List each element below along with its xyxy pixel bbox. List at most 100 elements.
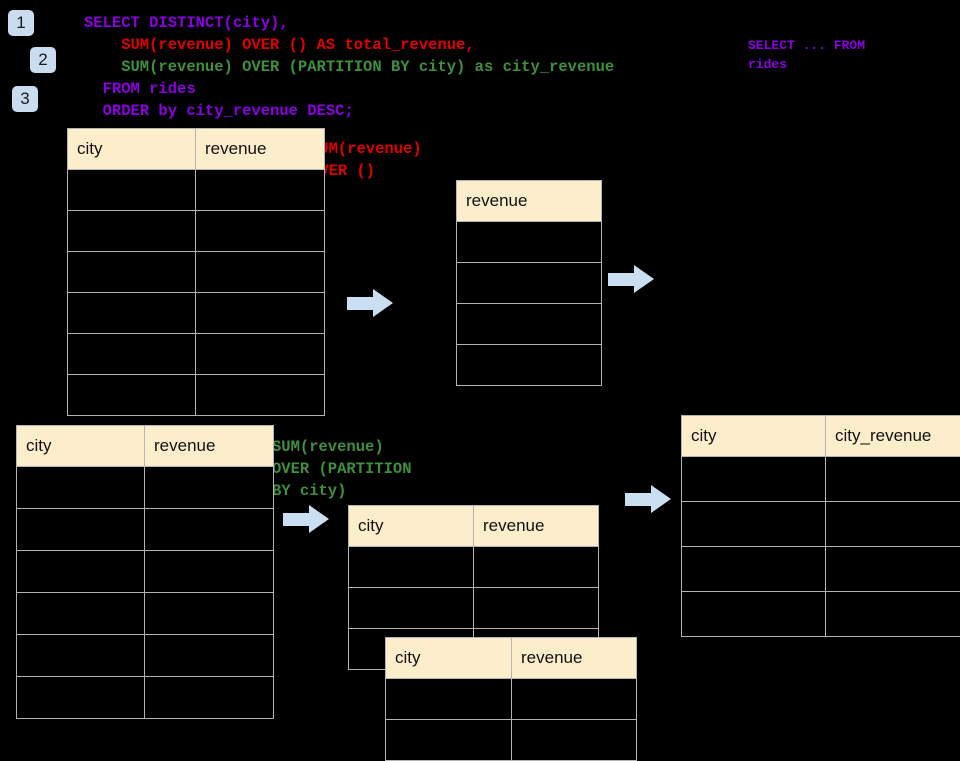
table-cell [145,677,274,719]
column-header-city: city [386,638,512,679]
table-cell [68,375,196,416]
arrow-shaft [608,273,636,286]
table-row [386,720,637,761]
table-cell [826,457,960,502]
table-cell [196,334,325,375]
table-cell [682,502,826,547]
table-cell [457,263,602,304]
table-source-top: city revenue [67,128,325,416]
table-cell [349,588,474,629]
table-row [682,547,960,592]
table-cell [17,677,145,719]
table-total-revenue: revenue [456,180,602,386]
table-header-row: city revenue [349,506,599,547]
table-cell [68,334,196,375]
table-cell [68,293,196,334]
table-row [682,502,960,547]
arrow-head [309,505,329,533]
arrow-head [634,265,654,293]
column-header-city: city [682,416,826,457]
table-row [17,593,274,635]
table-cell [682,457,826,502]
table-row [349,588,599,629]
annotation-sum-over-empty: SUM(revenue) OVER () [310,138,422,182]
table-row [68,334,325,375]
table-row [17,677,274,719]
table-source-bottom: city revenue [16,425,274,719]
table-cell [474,547,599,588]
table-header-row: revenue [457,181,602,222]
table-row [17,467,274,509]
table-cell [474,588,599,629]
table-row [386,679,637,720]
sql-line-total-revenue: SUM(revenue) OVER () AS total_revenue, [84,34,475,56]
table-cell [386,679,512,720]
table-cell [196,375,325,416]
table-cell [196,293,325,334]
sql-line-from: FROM rides [84,78,196,100]
table-header-row: city city_revenue [682,416,960,457]
table-cell [17,551,145,593]
table-cell [17,593,145,635]
column-header-city: city [17,426,145,467]
column-header-revenue: revenue [512,638,637,679]
table-cell [196,252,325,293]
column-header-revenue: revenue [474,506,599,547]
sql-line-select-distinct: SELECT DISTINCT(city), [84,12,289,34]
table-cell [17,509,145,551]
table-row [682,457,960,502]
column-header-city: city [68,129,196,170]
table-cell [512,679,637,720]
step-badge-1: 1 [8,10,34,36]
table-cell [457,222,602,263]
table-cell [17,635,145,677]
table-cell [145,635,274,677]
table-cell [145,593,274,635]
table-row [457,222,602,263]
flow-arrow-1 [347,289,393,318]
table-cell [145,509,274,551]
sql-line-order-by: ORDER by city_revenue DESC; [84,100,354,122]
table-row [68,375,325,416]
table-cell [68,170,196,211]
flow-arrow-4 [625,485,671,514]
table-row [682,592,960,637]
table-cell [145,467,274,509]
table-row [68,293,325,334]
column-header-city-revenue: city_revenue [826,416,960,457]
table-cell [68,211,196,252]
table-row [68,252,325,293]
table-cell [826,592,960,637]
column-header-revenue: revenue [145,426,274,467]
table-row [17,509,274,551]
table-header-row: city revenue [68,129,325,170]
table-row [68,170,325,211]
arrow-head [651,485,671,513]
table-row [349,547,599,588]
flow-arrow-3 [283,505,329,534]
arrow-shaft [625,493,653,506]
table-cell [512,720,637,761]
table-result: city city_revenue [681,415,960,637]
column-header-city: city [349,506,474,547]
table-row [17,551,274,593]
table-cell [68,252,196,293]
table-cell [17,467,145,509]
table-cell [682,547,826,592]
table-cell [457,345,602,386]
flow-arrow-2 [608,265,654,294]
arrow-shaft [347,297,375,310]
column-header-revenue: revenue [196,129,325,170]
table-row [17,635,274,677]
table-cell [349,547,474,588]
table-cell [386,720,512,761]
table-row [68,211,325,252]
annotation-sum-over-partition: SUM(revenue) OVER (PARTITION BY city) [272,436,412,502]
table-cell [196,211,325,252]
table-header-row: city revenue [17,426,274,467]
table-cell [457,304,602,345]
table-cell [196,170,325,211]
arrow-shaft [283,513,311,526]
table-row [457,263,602,304]
table-cell [826,502,960,547]
